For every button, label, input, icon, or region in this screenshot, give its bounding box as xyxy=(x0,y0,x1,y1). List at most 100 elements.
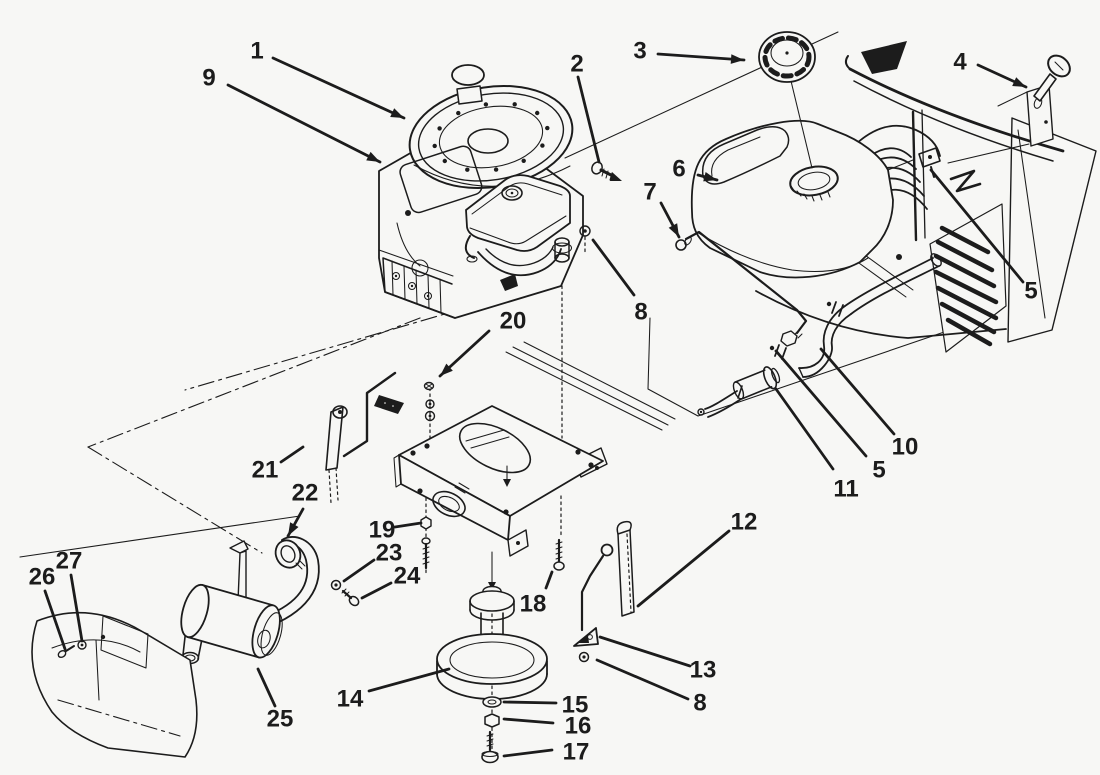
plate-bolt-holes xyxy=(410,443,594,515)
callout-number: 6 xyxy=(672,156,685,183)
callout-16: 16 xyxy=(502,713,592,740)
fuel-tank-drawing xyxy=(690,80,941,279)
leader-line xyxy=(636,529,731,608)
engine-drawing xyxy=(378,64,591,439)
callout-20: 20 xyxy=(438,308,527,378)
callout-number: 8 xyxy=(693,690,706,717)
filler-neck-hatch xyxy=(790,185,831,202)
ignition-key-drawing xyxy=(947,54,1071,164)
engine-label-patch xyxy=(399,145,483,214)
callout-number: 8 xyxy=(634,299,647,326)
leader-line xyxy=(360,581,393,600)
flywheel-bolt-circle xyxy=(432,102,550,172)
callout-1: 1 xyxy=(250,38,406,120)
callout-19: 19 xyxy=(369,517,423,544)
washer-23 xyxy=(330,579,342,591)
leader-arrowhead xyxy=(668,223,679,237)
callout-number: 10 xyxy=(892,434,919,461)
callout-14: 14 xyxy=(337,667,451,713)
washer-15 xyxy=(482,696,502,708)
callout-27: 27 xyxy=(56,548,84,643)
leader-line xyxy=(544,570,554,590)
leader-line xyxy=(656,52,746,62)
leader-line xyxy=(819,347,896,436)
exhaust-clamp-22 xyxy=(274,539,306,570)
mount-plate-drawing xyxy=(393,341,676,590)
callout-number: 21 xyxy=(252,457,279,484)
leader-line xyxy=(393,521,423,529)
callout-number: 7 xyxy=(643,179,656,206)
callout-11: 11 xyxy=(774,387,859,503)
callout-26: 26 xyxy=(29,564,67,651)
screw-26 xyxy=(57,645,75,659)
callout-number: 18 xyxy=(520,591,547,618)
leader-arrowhead xyxy=(288,522,299,536)
callout-8: 8 xyxy=(591,238,648,326)
callout-2: 2 xyxy=(570,51,601,164)
callout-18: 18 xyxy=(520,570,554,618)
callout-number: 12 xyxy=(731,509,758,536)
screw-washer-stack-20 xyxy=(423,381,436,422)
callout-6: 6 xyxy=(672,156,719,183)
callout-number: 20 xyxy=(500,308,527,335)
leader-line xyxy=(43,589,67,651)
callout-22: 22 xyxy=(286,480,319,538)
callout-number: 2 xyxy=(570,51,583,78)
muffler-drawing xyxy=(180,536,360,665)
leader-line xyxy=(226,83,382,164)
leader-arrowhead xyxy=(390,108,404,118)
engine-mount-washer xyxy=(579,225,591,237)
leader-line xyxy=(502,700,558,705)
leader-line xyxy=(595,658,690,701)
leader-line xyxy=(774,349,868,458)
heat-shield-drawing xyxy=(31,611,198,758)
callout-number: 4 xyxy=(953,49,967,76)
fuel-cap-drawing xyxy=(758,31,816,83)
muffler-body xyxy=(180,583,283,659)
callout-number: 17 xyxy=(563,739,590,766)
leader-arrowhead xyxy=(1012,77,1026,87)
nut-8 xyxy=(578,651,590,663)
callout-number: 11 xyxy=(833,476,858,503)
callout-5: 5 xyxy=(929,168,1038,305)
leader-arrowhead xyxy=(366,151,380,162)
callout-8-2: 8 xyxy=(595,658,707,717)
callout-number: 5 xyxy=(872,457,885,484)
bolt-18-left-and-nut-19 xyxy=(420,516,432,570)
callout-25: 25 xyxy=(256,667,293,733)
leader-line xyxy=(271,56,406,120)
bolt-17 xyxy=(481,730,499,764)
callout-number: 19 xyxy=(369,517,396,544)
callout-number: 15 xyxy=(562,692,589,719)
callout-17: 17 xyxy=(502,739,590,766)
callout-number: 13 xyxy=(690,657,717,684)
idler-rod-drawing xyxy=(573,520,635,663)
fuel-valve xyxy=(918,147,941,168)
callout-number: 16 xyxy=(565,713,592,740)
cooling-fins xyxy=(382,257,456,319)
leader-line xyxy=(598,635,692,668)
callout-4: 4 xyxy=(953,49,1028,89)
callout-number: 14 xyxy=(337,686,364,713)
engine-fuel-tank-box xyxy=(465,174,571,252)
callout-number: 22 xyxy=(292,480,319,507)
leader-line xyxy=(342,558,376,583)
leader-line xyxy=(502,717,555,725)
leader-arrowhead xyxy=(440,363,453,376)
leader-line xyxy=(502,748,554,758)
bolt-18-right xyxy=(553,538,565,571)
locknut-16 xyxy=(484,713,500,728)
callout-number: 23 xyxy=(376,540,403,567)
leader-line xyxy=(576,75,601,164)
callout-15: 15 xyxy=(502,692,589,719)
callout-10: 10 xyxy=(819,347,919,461)
leader-line xyxy=(591,238,636,297)
callout-number: 3 xyxy=(633,38,646,65)
bolt-24 xyxy=(341,588,360,607)
callout-24: 24 xyxy=(360,563,421,600)
callout-number: 26 xyxy=(29,564,56,591)
bracket-21-drawing xyxy=(325,371,404,504)
callout-21: 21 xyxy=(252,445,305,484)
callout-number: 5 xyxy=(1024,278,1037,305)
